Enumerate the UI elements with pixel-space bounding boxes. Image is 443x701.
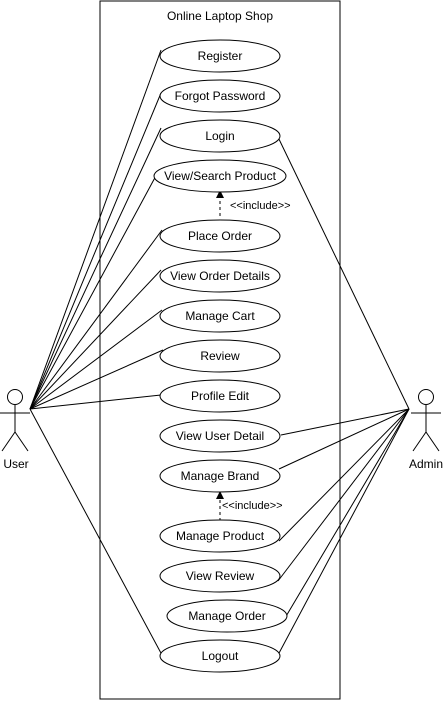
use-case-manage-product-label: Manage Product bbox=[176, 529, 265, 543]
use-case-view-user-detail[interactable]: View User Detail bbox=[159, 419, 281, 453]
use-case-manage-order[interactable]: Manage Order bbox=[166, 599, 288, 633]
use-case-profile-edit[interactable]: Profile Edit bbox=[159, 379, 281, 413]
use-case-manage-cart-label: Manage Cart bbox=[185, 309, 255, 323]
system-boundary bbox=[99, 0, 341, 700]
use-case-logout[interactable]: Logout bbox=[159, 639, 281, 673]
use-case-manage-product[interactable]: Manage Product bbox=[159, 519, 281, 553]
use-case-review-label: Review bbox=[200, 349, 240, 363]
use-case-profile-edit-label: Profile Edit bbox=[191, 389, 250, 403]
use-case-view-review-label: View Review bbox=[186, 569, 255, 583]
admin-associations bbox=[276, 134, 410, 656]
include-label-manage-product: <<include>> bbox=[222, 500, 283, 512]
use-case-manage-brand[interactable]: Manage Brand bbox=[159, 459, 281, 493]
actor-admin-head-icon bbox=[418, 389, 434, 405]
actor-user[interactable] bbox=[0, 389, 30, 452]
use-case-register-label: Register bbox=[198, 49, 243, 63]
use-case-login-label: Login bbox=[205, 129, 234, 143]
use-case-review[interactable]: Review bbox=[159, 339, 281, 373]
use-case-view-order-details-label: View Order Details bbox=[170, 269, 270, 283]
use-case-register[interactable]: Register bbox=[159, 39, 281, 73]
use-case-forgot-password-label: Forgot Password bbox=[175, 89, 266, 103]
use-case-view-user-detail-label: View User Detail bbox=[176, 429, 264, 443]
use-case-login[interactable]: Login bbox=[159, 119, 281, 153]
use-case-view-search-product[interactable]: View/Search Product bbox=[153, 159, 287, 193]
actor-user-label: User bbox=[3, 457, 28, 471]
actor-admin-label: Admin bbox=[409, 457, 443, 471]
include-label-place-order: <<include>> bbox=[230, 200, 291, 212]
actor-admin[interactable] bbox=[411, 389, 441, 452]
use-case-logout-label: Logout bbox=[202, 649, 239, 663]
user-associations bbox=[29, 49, 164, 656]
use-case-place-order[interactable]: Place Order bbox=[159, 219, 281, 253]
use-case-view-review[interactable]: View Review bbox=[159, 559, 281, 593]
use-case-manage-brand-label: Manage Brand bbox=[181, 469, 260, 483]
actor-user-head-icon bbox=[7, 389, 23, 405]
use-case-manage-cart[interactable]: Manage Cart bbox=[159, 299, 281, 333]
system-title: Online Laptop Shop bbox=[167, 9, 273, 23]
use-case-forgot-password[interactable]: Forgot Password bbox=[159, 79, 281, 113]
use-case-place-order-label: Place Order bbox=[188, 229, 252, 243]
use-case-manage-order-label: Manage Order bbox=[188, 609, 265, 623]
use-case-view-search-product-label: View/Search Product bbox=[164, 169, 277, 183]
use-case-view-order-details[interactable]: View Order Details bbox=[159, 259, 281, 293]
